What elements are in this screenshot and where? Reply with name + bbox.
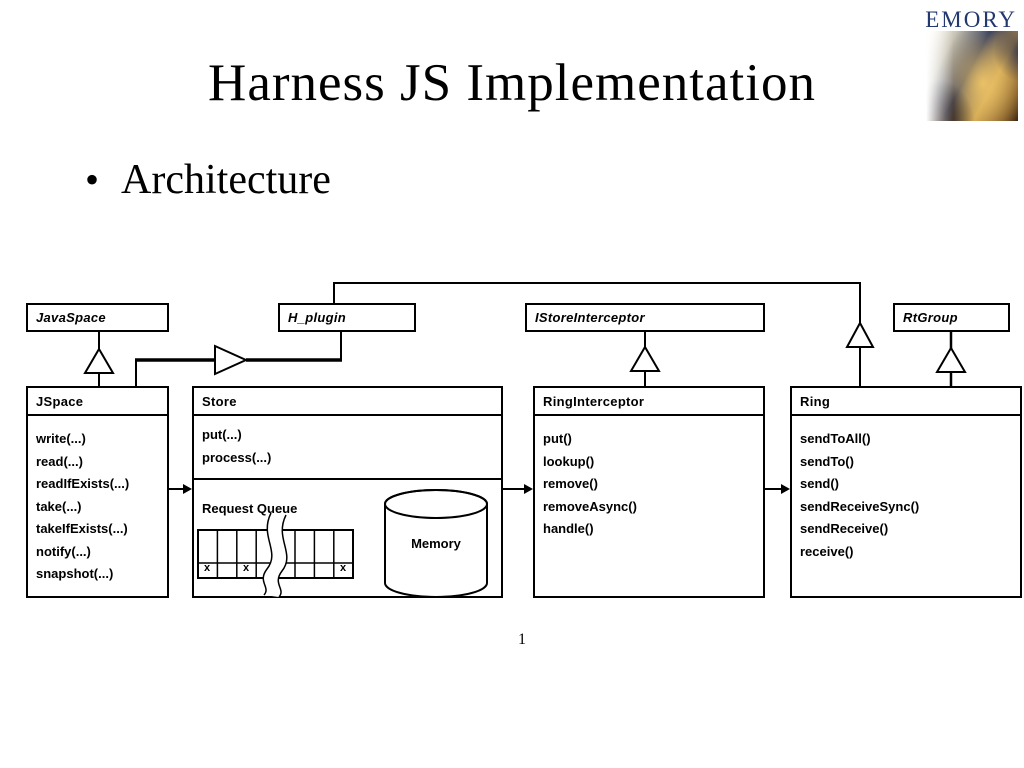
bullet-label: Architecture — [121, 157, 331, 203]
class-box-ringinterceptor: RingInterceptor put() lookup() remove() … — [533, 386, 765, 598]
association-store-ringinterceptor — [503, 484, 533, 494]
method-item: remove() — [543, 476, 598, 491]
generalization-javaspace — [83, 332, 115, 386]
class-name: Store — [194, 388, 501, 416]
emory-logo: EMORY — [903, 5, 1020, 121]
emory-building-photo — [926, 31, 1018, 121]
realization-hplugin — [135, 332, 342, 386]
method-item: put() — [543, 431, 572, 446]
interface-box-javaspace: JavaSpace — [26, 303, 169, 332]
store-request-queue-label: Request Queue — [202, 501, 298, 516]
class-name: JSpace — [28, 388, 167, 416]
interface-label: JavaSpace — [36, 310, 106, 325]
association-jspace-store — [169, 484, 192, 494]
emory-wordmark: EMORY — [925, 7, 1017, 32]
page-number: 1 — [518, 631, 526, 648]
method-item: readIfExists(...) — [36, 476, 130, 491]
method-item: send() — [800, 476, 839, 491]
method-item: notify(...) — [36, 543, 91, 559]
interface-box-istoreinterceptor: IStoreInterceptor — [525, 303, 765, 332]
interface-label: RtGroup — [903, 310, 958, 325]
bullet-glyph: • — [85, 157, 100, 202]
class-box-jspace: JSpace write(...) read(...) readIfExists… — [26, 386, 169, 598]
interface-box-hplugin: H_plugin — [278, 303, 416, 332]
class-name: RingInterceptor — [535, 388, 763, 416]
store-memory-label: Memory — [411, 536, 461, 551]
method-item: receive() — [800, 543, 854, 559]
queue-x-mark: x — [339, 562, 347, 574]
generalization-hplugin-ring — [333, 282, 875, 386]
method-item: handle() — [543, 521, 594, 536]
class-name: Ring — [792, 388, 1020, 416]
method-item: sendToAll() — [800, 431, 871, 446]
page-title: Harness JS Implementation — [208, 54, 816, 112]
method-item: takeIfExists(...) — [36, 521, 128, 536]
method-item: removeAsync() — [543, 498, 637, 514]
interface-label: IStoreInterceptor — [535, 310, 645, 325]
interface-label: H_plugin — [288, 310, 347, 325]
method-item: put(...) — [202, 427, 242, 442]
interface-box-rtgroup: RtGroup — [893, 303, 1010, 332]
class-box-ring: Ring sendToAll() sendTo() send() sendRec… — [790, 386, 1022, 598]
generalization-istoreinterceptor — [629, 332, 661, 386]
method-item: sendReceive() — [800, 521, 889, 536]
method-item: write(...) — [36, 431, 86, 446]
method-item: read(...) — [36, 453, 83, 469]
method-item: process(...) — [202, 449, 272, 465]
method-item: sendReceiveSync() — [800, 498, 920, 514]
method-item: sendTo() — [800, 453, 854, 469]
method-item: lookup() — [543, 453, 595, 469]
method-item: take(...) — [36, 498, 82, 514]
generalization-rtgroup — [935, 332, 967, 386]
bullet-point: • Architecture — [85, 156, 331, 204]
queue-x-mark: x — [242, 562, 250, 574]
queue-x-mark: x — [203, 562, 211, 574]
association-ringinterceptor-ring — [765, 484, 790, 494]
method-item: snapshot(...) — [36, 566, 114, 581]
